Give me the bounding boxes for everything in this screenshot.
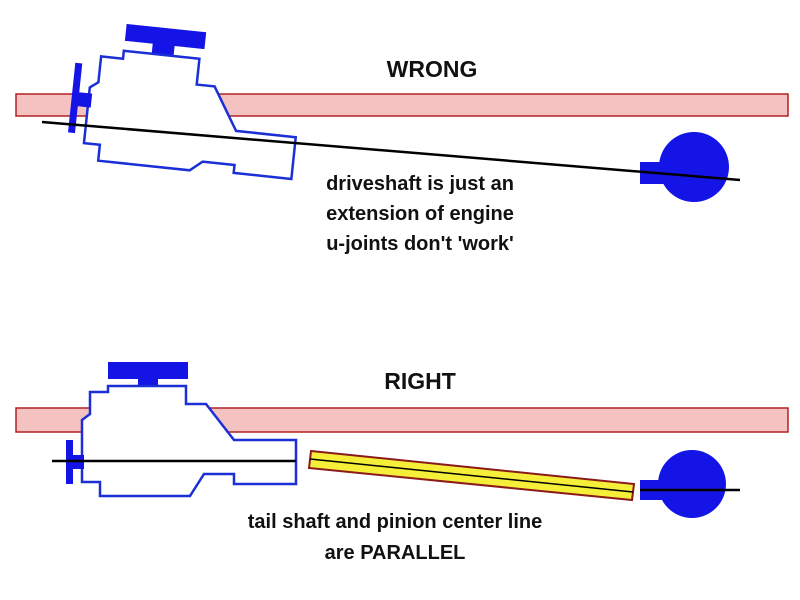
wrong-engine-body xyxy=(82,49,298,181)
wrong-caption-line-1: driveshaft is just an xyxy=(326,173,514,195)
wrong-panel: WRONG driveshaft is just an extension of… xyxy=(15,23,789,255)
wrong-caption-line-3: u-joints don't 'work' xyxy=(326,233,514,255)
wrong-axle-housing xyxy=(659,132,729,202)
wrong-caption-line-2: extension of engine xyxy=(326,203,514,225)
right-heading: RIGHT xyxy=(384,368,456,394)
right-engine-body xyxy=(80,384,298,498)
right-caption-line-1: tail shaft and pinion center line xyxy=(248,511,542,533)
right-engine-assembly xyxy=(66,362,298,498)
wrong-engine-assembly xyxy=(67,23,298,181)
wrong-engine-fan-plate xyxy=(67,62,83,134)
wrong-engine-top-cap xyxy=(124,23,207,50)
wrong-rear-axle xyxy=(640,132,729,202)
right-panel: RIGHT tail shaft and pinion center line … xyxy=(15,362,789,564)
right-rear-axle xyxy=(640,450,726,518)
right-axle-housing xyxy=(658,450,726,518)
wrong-heading: WRONG xyxy=(387,56,478,82)
right-driveshaft-centerline xyxy=(309,458,634,493)
right-engine-top-cap xyxy=(108,362,188,379)
wrong-driveshaft-line xyxy=(41,120,741,182)
right-caption-line-2: are PARALLEL xyxy=(325,542,466,564)
wrong-engine-fan-hub xyxy=(74,92,93,108)
